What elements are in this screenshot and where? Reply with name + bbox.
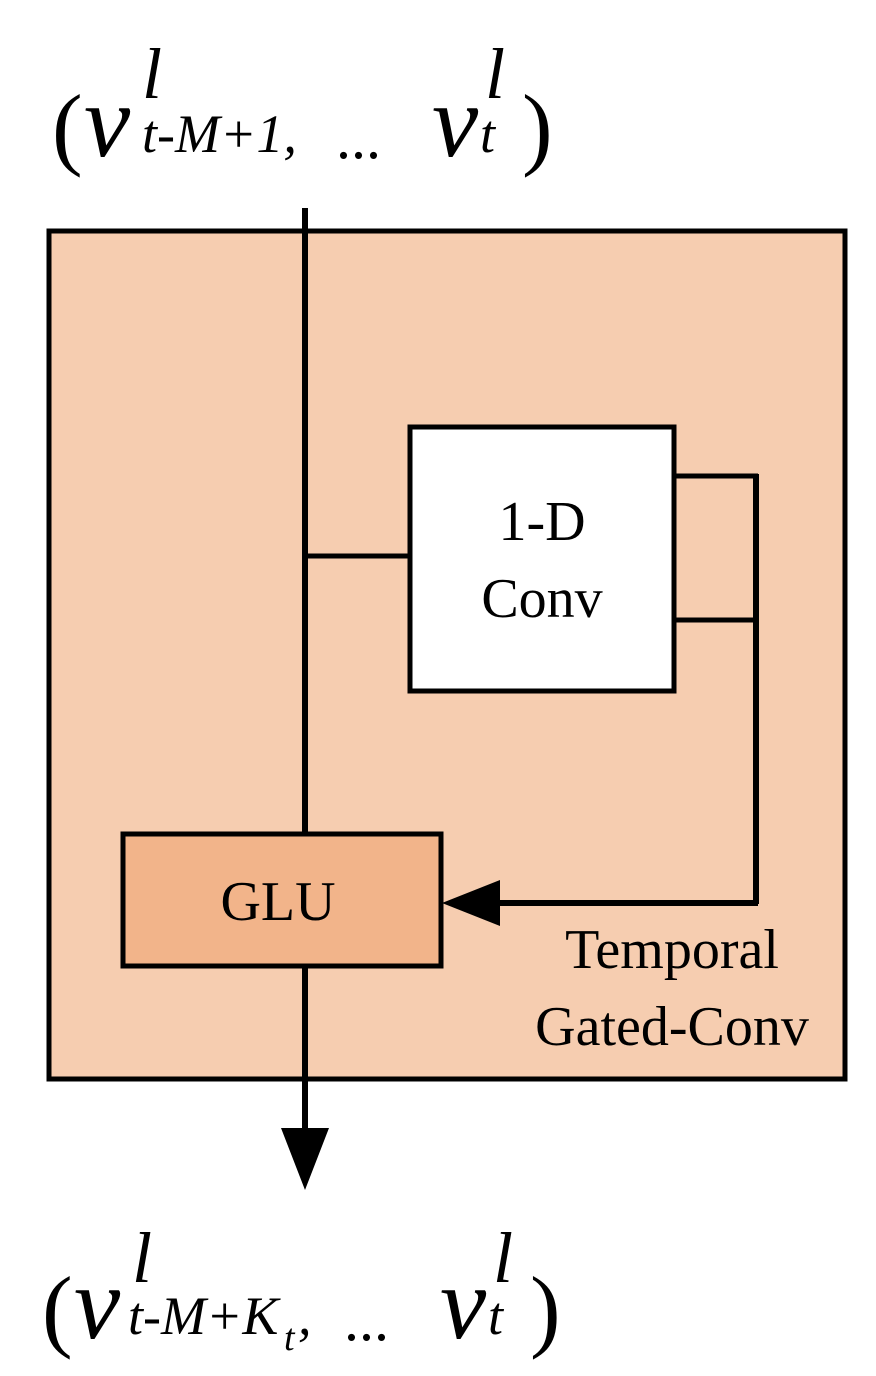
glu-label: GLU	[220, 871, 335, 933]
input-open-paren: (	[52, 76, 83, 178]
output-last-subscript: t	[488, 1286, 505, 1346]
output-first-subscript-sub: t	[284, 1317, 296, 1359]
output-last-superscript: l	[493, 1218, 513, 1298]
output-first-subscript: t-M+K	[128, 1286, 281, 1346]
input-ellipsis: ...	[336, 105, 381, 171]
input-first-var: v	[84, 64, 131, 179]
input-label: ( v l t-M+1, ... v l t )	[52, 34, 553, 179]
output-arrow-head	[281, 1128, 329, 1190]
output-open-paren: (	[42, 1258, 73, 1360]
input-close-paren: )	[522, 76, 553, 178]
output-label: ( v l t-M+K t , ... v l t )	[42, 1218, 561, 1361]
input-first-superscript: l	[142, 34, 162, 114]
output-close-paren: )	[530, 1258, 561, 1360]
input-last-var: v	[432, 64, 479, 179]
output-first-superscript: l	[132, 1218, 152, 1298]
conv-label-line1: 1-D	[498, 491, 585, 553]
output-first-subscript-comma: ,	[298, 1286, 312, 1346]
conv-block	[407, 424, 677, 694]
module-label-line2: Gated-Conv	[535, 996, 809, 1058]
gate-arrow-head	[442, 880, 500, 926]
output-ellipsis: ...	[344, 1287, 389, 1353]
input-last-superscript: l	[485, 34, 505, 114]
output-last-var: v	[440, 1246, 487, 1361]
conv-label-line2: Conv	[481, 568, 602, 630]
glu-block	[120, 831, 444, 969]
input-first-subscript: t-M+1,	[142, 104, 297, 164]
input-last-subscript: t	[480, 104, 497, 164]
module-label-line1: Temporal	[565, 919, 779, 981]
output-first-var: v	[74, 1246, 121, 1361]
